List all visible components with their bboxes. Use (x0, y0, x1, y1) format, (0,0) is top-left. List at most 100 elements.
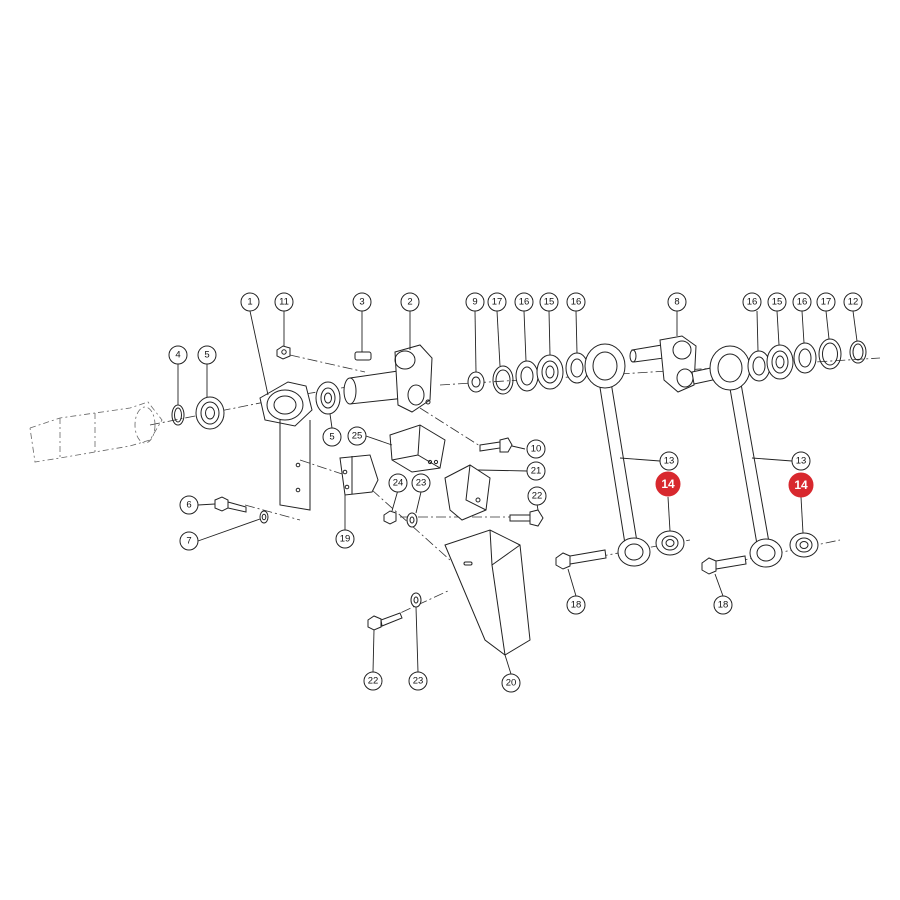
callout-23-lower-label: 23 (413, 676, 424, 687)
callout-14-right: 14 (788, 472, 814, 498)
link-13-right (709, 345, 783, 568)
callout-14-left-label: 14 (661, 477, 675, 491)
callout-18-right-label: 18 (718, 600, 729, 611)
nut-11 (276, 345, 291, 360)
callout-13-right-label: 13 (796, 456, 807, 467)
callout-24: 24 (388, 473, 408, 493)
bolt-22-lower (367, 612, 403, 631)
callout-23-upper-label: 23 (416, 478, 427, 489)
callout-15-right-label: 15 (772, 297, 783, 308)
callout-1-label: 1 (247, 297, 252, 308)
callout-11: 11 (274, 292, 294, 312)
callout-12-label: 12 (848, 297, 859, 308)
callout-8-label: 8 (674, 297, 679, 308)
callout-18-left-label: 18 (571, 600, 582, 611)
washer-16-c (747, 350, 771, 382)
callout-25: 25 (347, 426, 367, 446)
snap-ring-12 (849, 340, 867, 364)
bearing-5-left (195, 396, 225, 430)
callout-16-d: 16 (792, 292, 812, 312)
callout-24-label: 24 (393, 478, 404, 489)
callout-5-center-label: 5 (329, 432, 334, 443)
bolt-18-left (555, 549, 607, 570)
callout-6: 6 (179, 495, 199, 515)
bearing-15-left (536, 354, 564, 390)
snap-ring-17-left (492, 365, 514, 395)
callout-23-lower: 23 (408, 671, 428, 691)
callout-18-right: 18 (713, 595, 733, 615)
callout-5-left-label: 5 (204, 350, 209, 361)
callout-19: 19 (335, 529, 355, 549)
callout-2: 2 (400, 292, 420, 312)
callout-10-label: 10 (531, 444, 542, 455)
callout-15-left: 15 (539, 292, 559, 312)
callout-15-left-label: 15 (544, 297, 555, 308)
bolt-22-upper (509, 509, 544, 527)
washer-23-upper (406, 512, 418, 528)
callout-21-label: 21 (531, 466, 542, 477)
washer-7 (259, 510, 269, 524)
callout-17-right-label: 17 (821, 297, 832, 308)
shaft-2 (343, 344, 433, 413)
bearing-14-right (789, 532, 819, 558)
lever-8 (629, 335, 723, 393)
callout-13-left-label: 13 (664, 456, 675, 467)
bearing-5-center (315, 381, 341, 415)
callout-17-left-label: 17 (492, 297, 503, 308)
snap-ring-4 (171, 404, 185, 426)
callout-17-right: 17 (816, 292, 836, 312)
callout-11-label: 11 (279, 297, 289, 308)
nut-24 (383, 510, 397, 525)
callout-16-a: 16 (514, 292, 534, 312)
callout-6-label: 6 (186, 500, 191, 511)
bracket-20 (444, 529, 531, 656)
callout-9-label: 9 (472, 297, 477, 308)
callout-14-left: 14 (655, 471, 681, 497)
callout-3: 3 (352, 292, 372, 312)
bracket-19 (339, 454, 379, 496)
bolt-6 (214, 496, 247, 513)
callout-22-upper-label: 22 (532, 491, 543, 502)
callout-13-left: 13 (659, 451, 679, 471)
callout-15-right: 15 (767, 292, 787, 312)
bracket-21 (444, 464, 491, 521)
callout-20-label: 20 (506, 678, 517, 689)
link-13-left (584, 343, 651, 567)
callout-5-left: 5 (197, 345, 217, 365)
housing-1 (259, 381, 313, 511)
callout-21: 21 (526, 461, 546, 481)
callout-1: 1 (240, 292, 260, 312)
callout-12: 12 (843, 292, 863, 312)
bushing-9 (467, 371, 485, 393)
callout-7: 7 (179, 531, 199, 551)
cover-25 (389, 424, 446, 473)
callout-8: 8 (667, 292, 687, 312)
callout-16-b: 16 (566, 292, 586, 312)
callout-19-label: 19 (340, 534, 351, 545)
bearing-14-left (655, 530, 685, 556)
callout-14-right-label: 14 (794, 478, 808, 492)
callout-16-c-label: 16 (747, 297, 758, 308)
callout-16-d-label: 16 (797, 297, 808, 308)
bolt-10 (479, 437, 513, 453)
callout-18-left: 18 (566, 595, 586, 615)
callout-20: 20 (501, 673, 521, 693)
callouts: 1 2 3 4 5 5 6 7 8 9 10 11 12 13 13 14 14… (168, 292, 863, 693)
callout-4-label: 4 (175, 350, 180, 361)
callout-13-right: 13 (791, 451, 811, 471)
callout-10: 10 (526, 439, 546, 459)
washer-23-lower (410, 592, 422, 608)
callout-5-center: 5 (322, 427, 342, 447)
callout-16-c: 16 (742, 292, 762, 312)
callout-16-b-label: 16 (571, 297, 582, 308)
callout-2-label: 2 (407, 297, 412, 308)
callout-4: 4 (168, 345, 188, 365)
cylinder-phantom (29, 401, 163, 463)
callout-23-upper: 23 (411, 473, 431, 493)
callout-7-label: 7 (186, 536, 191, 547)
callout-22-lower: 22 (363, 671, 383, 691)
callout-25-label: 25 (352, 431, 363, 442)
callout-22-lower-label: 22 (368, 676, 379, 687)
